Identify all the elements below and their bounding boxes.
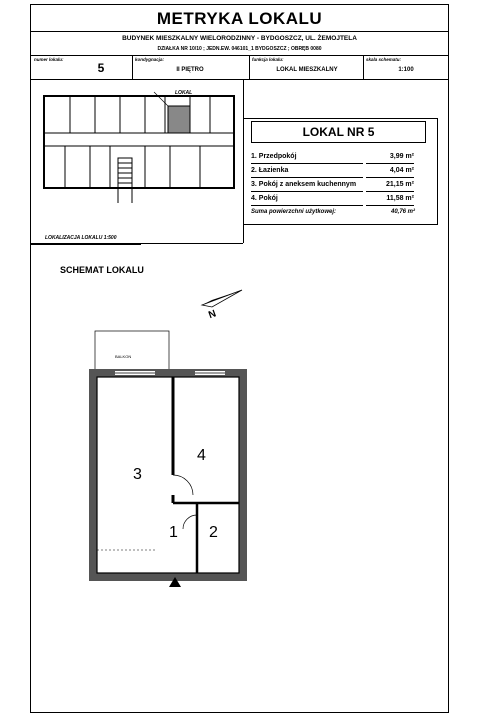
divider — [31, 31, 448, 32]
keyplan-lokal-label: LOKAL — [175, 90, 193, 96]
floor-plan: BALKON 3 4 1 2 — [89, 330, 247, 587]
divider — [31, 79, 448, 80]
lokal-heading: LOKAL NR 5 — [251, 121, 426, 143]
funkcja-label: funkcja lokalu: — [252, 57, 284, 62]
room-area: 21,15 m² — [366, 179, 414, 192]
numer-value: 5 — [97, 61, 105, 75]
divider — [31, 243, 243, 244]
room-number-2: 2 — [209, 524, 218, 541]
north-label: N — [207, 308, 218, 320]
funkcja-value: LOKAL MIESZKALNY — [276, 67, 338, 73]
document-frame: METRYKA LOKALU BUDYNEK MIESZKALNY WIELOR… — [30, 4, 449, 713]
sum-value: 40,76 m² — [391, 209, 416, 215]
lokal-table: LOKAL NR 5 1. Przedpokój 3,99 m² 2. Łazi… — [243, 118, 438, 225]
caption-underline — [31, 244, 141, 245]
numer-label: numer lokalu: — [34, 57, 64, 62]
divider — [249, 55, 250, 79]
kondygnacja-label: kondygnacja: — [135, 57, 165, 62]
sum-label: Suma powierzchni użytkowej: — [251, 209, 337, 215]
entrance-arrow-icon — [169, 577, 181, 587]
room-area: 11,58 m² — [366, 193, 414, 206]
skala-label: skala schematu: — [366, 57, 402, 62]
room-name: 4. Pokój — [251, 193, 363, 206]
north-arrow: N — [200, 289, 243, 320]
parcel-info: DZIAŁKA NR 10/10 ; JEDN.EW. 046101_1 BYD… — [157, 46, 322, 52]
keyplan-caption: LOKALIZACJA LOKALU 1:500 — [45, 235, 117, 241]
room-area: 3,99 m² — [366, 151, 414, 164]
building-address: BUDYNEK MIESZKALNY WIELORODZINNY - BYDGO… — [122, 35, 357, 42]
schemat-title: SCHEMAT LOKALU — [60, 265, 144, 275]
key-plan-drawing — [43, 91, 235, 203]
divider — [132, 55, 133, 79]
room-area: 4,04 m² — [366, 165, 414, 178]
room-number-1: 1 — [169, 524, 178, 541]
divider — [31, 55, 448, 56]
room-number-4: 4 — [197, 447, 206, 464]
document-title: METRYKA LOKALU — [156, 9, 323, 28]
skala-value: 1:100 — [398, 67, 414, 73]
room-name: 3. Pokój z aneksem kuchennym — [251, 179, 363, 192]
kondygnacja-value: II PIĘTRO — [176, 67, 204, 73]
room-number-3: 3 — [133, 466, 142, 483]
divider — [363, 55, 364, 79]
highlighted-unit — [167, 105, 191, 134]
room-name: 1. Przedpokój — [251, 151, 363, 164]
room-name: 2. Łazienka — [251, 165, 363, 178]
balkon-label: BALKON — [115, 354, 131, 359]
